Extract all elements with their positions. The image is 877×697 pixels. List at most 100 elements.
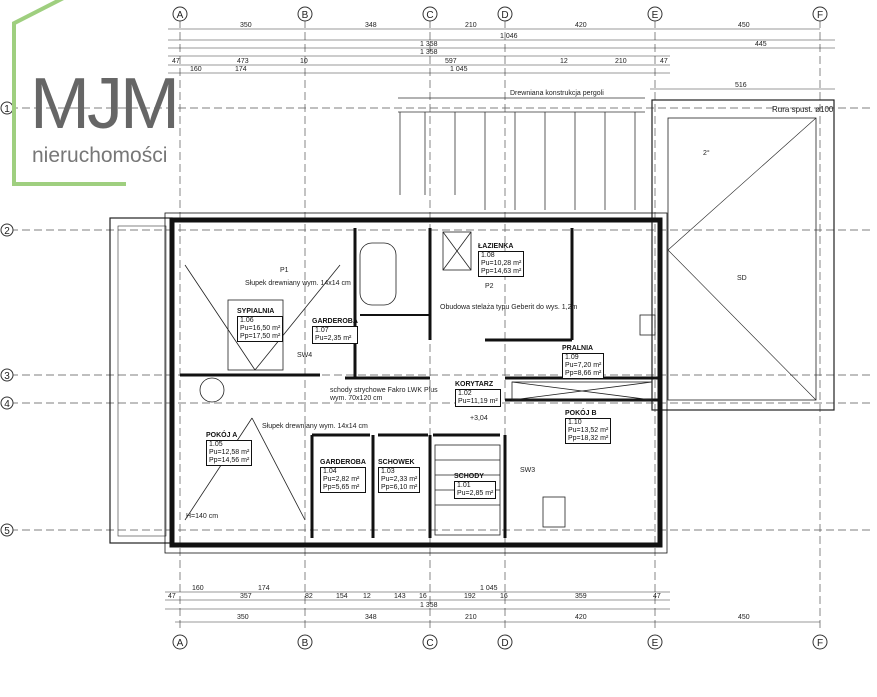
floor-p1: P1 xyxy=(280,267,289,274)
roof-label-sd: SD xyxy=(737,275,747,282)
svg-text:4: 4 xyxy=(4,399,10,410)
svg-text:3: 3 xyxy=(4,371,10,382)
roof-drain-note: Rura spust. ø100 xyxy=(772,105,834,114)
svg-text:E: E xyxy=(652,638,659,649)
svg-text:C: C xyxy=(426,10,433,21)
svg-text:450: 450 xyxy=(738,22,750,29)
window-sw4: SW4 xyxy=(297,352,312,359)
post-note-2: Słupek drewniany wym. 14x14 cm xyxy=(262,423,368,430)
svg-text:1: 1 xyxy=(4,104,10,115)
axis-row-4: 4 xyxy=(0,396,14,410)
mjm-logo: MJM nieruchomości xyxy=(8,0,208,187)
roof-slope: 2° xyxy=(703,149,710,157)
svg-text:357: 357 xyxy=(240,593,252,600)
svg-text:445: 445 xyxy=(755,41,767,48)
axis-col-e: EE xyxy=(647,6,663,650)
svg-text:450: 450 xyxy=(738,614,750,621)
svg-text:82: 82 xyxy=(305,593,313,600)
svg-text:160: 160 xyxy=(190,66,202,73)
round-window xyxy=(199,377,225,403)
svg-text:359: 359 xyxy=(575,593,587,600)
axis-row-5: 5 xyxy=(0,523,14,537)
logo-tagline: nieruchomości xyxy=(32,144,168,167)
svg-text:12: 12 xyxy=(363,593,371,600)
svg-text:348: 348 xyxy=(365,614,377,621)
svg-text:516: 516 xyxy=(735,82,747,89)
svg-text:D: D xyxy=(501,10,508,21)
bathtub xyxy=(359,242,397,306)
floor-p2: P2 xyxy=(485,283,494,290)
top-dimensions xyxy=(168,28,835,90)
svg-text:350: 350 xyxy=(237,614,249,621)
svg-text:473: 473 xyxy=(237,58,249,65)
svg-text:16: 16 xyxy=(500,593,508,600)
window-sw3: SW3 xyxy=(520,467,535,474)
svg-text:1 358: 1 358 xyxy=(420,602,438,609)
svg-text:210: 210 xyxy=(615,58,627,65)
svg-text:210: 210 xyxy=(465,614,477,621)
axis-row-2: 2 xyxy=(0,223,14,237)
left-annex xyxy=(109,217,173,544)
height-note: H=140 cm xyxy=(186,513,218,520)
axis-col-b: BB xyxy=(297,6,313,650)
svg-text:210: 210 xyxy=(465,22,477,29)
fixtures xyxy=(184,231,656,536)
svg-text:47: 47 xyxy=(168,593,176,600)
shaft xyxy=(442,231,472,271)
svg-text:A: A xyxy=(177,10,184,21)
svg-text:5: 5 xyxy=(4,526,10,537)
svg-text:16: 16 xyxy=(419,593,427,600)
svg-text:F: F xyxy=(817,10,823,21)
svg-text:174: 174 xyxy=(258,585,270,592)
pergola-note: Drewniana konstrukcja pergoli xyxy=(510,90,604,97)
svg-text:1 046: 1 046 xyxy=(500,33,518,40)
building-walls xyxy=(164,212,668,554)
bottom-dimensions xyxy=(165,591,820,623)
svg-text:350: 350 xyxy=(240,22,252,29)
svg-text:2: 2 xyxy=(4,226,10,237)
post-note-1: Słupek drewniany wym. 14x14 cm xyxy=(245,280,351,287)
svg-text:1 045: 1 045 xyxy=(480,585,498,592)
svg-text:12: 12 xyxy=(560,58,568,65)
svg-text:47: 47 xyxy=(653,593,661,600)
svg-text:A: A xyxy=(177,638,184,649)
svg-text:192: 192 xyxy=(464,593,476,600)
level-mark: +3,04 xyxy=(470,415,488,422)
axis-col-d: DD xyxy=(497,6,513,650)
svg-text:1 358: 1 358 xyxy=(420,41,438,48)
svg-text:1 045: 1 045 xyxy=(450,66,468,73)
chimney xyxy=(639,314,656,336)
axis-col-f: FF xyxy=(812,6,828,650)
svg-text:10: 10 xyxy=(300,58,308,65)
axis-row-3: 3 xyxy=(0,368,14,382)
svg-text:B: B xyxy=(302,638,309,649)
svg-text:B: B xyxy=(302,10,309,21)
attic-stairs-note: schody strychowe Fakro LWK Plus wym. 70x… xyxy=(330,387,438,402)
svg-text:154: 154 xyxy=(336,593,348,600)
svg-text:160: 160 xyxy=(192,585,204,592)
axis-labels: AA BB CC DD EE FF 1 2 3 4 5 xyxy=(0,6,828,650)
roof-terrace xyxy=(651,99,835,411)
svg-text:143: 143 xyxy=(394,593,406,600)
bottom-dimension-labels: 160 174 1 045 47 357 82 154 12 143 16 192 16 3… xyxy=(168,585,750,621)
logo-brand: MJM xyxy=(30,64,180,144)
svg-text:597: 597 xyxy=(445,58,457,65)
svg-text:174: 174 xyxy=(235,66,247,73)
svg-text:1 358: 1 358 xyxy=(420,49,438,56)
svg-text:47: 47 xyxy=(660,58,668,65)
axis-col-a: AA xyxy=(172,6,188,650)
svg-text:C: C xyxy=(426,638,433,649)
svg-text:D: D xyxy=(501,638,508,649)
svg-text:348: 348 xyxy=(365,22,377,29)
